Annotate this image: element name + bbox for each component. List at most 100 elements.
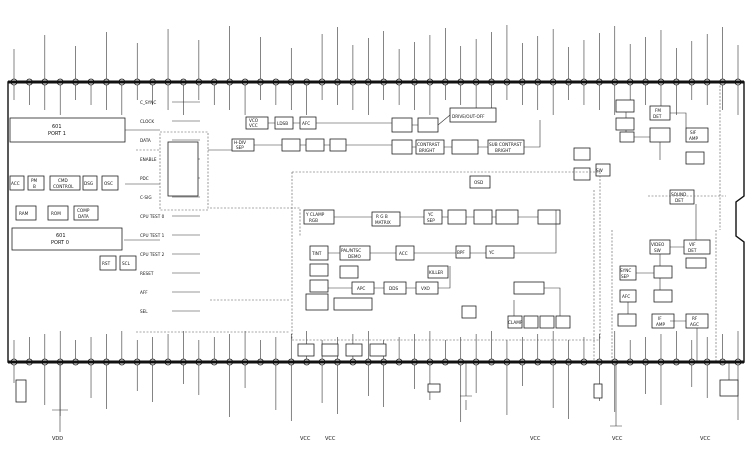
yc-sep-label-2: SEP [427,218,435,223]
internal-wiring [124,82,730,380]
sw-block-2 [321,343,339,357]
osd-block [469,175,491,189]
bpf2-block [685,151,705,165]
control-signal-label: CPU TEST 2 [140,252,165,257]
vco-small-block [309,263,329,277]
avr-block-3 [595,163,611,177]
bpf-label: BPF [457,250,465,255]
cmd-control-block [49,175,81,191]
vif-det-label-2: DET [688,248,697,253]
sw-block-3 [345,343,363,357]
pal-ntsc-label-1: PAL/NTSC [341,248,361,253]
avr-block-1 [573,147,591,161]
sw-block-4 [369,343,387,357]
terminal-vcc-3: VCC [530,436,541,442]
color-label-1: CONTRAST [417,142,440,147]
y-out-block [537,209,561,225]
hphase-block [329,138,347,152]
pm-block [27,175,45,191]
video-sw-label-2: SW [654,248,661,253]
rgb-sw-block [451,139,479,155]
osd-label: OSD [474,180,483,185]
mcu-port-0-block [11,227,123,251]
sub-contrast-label-1: SUB CONTRAST [489,142,522,147]
control-signal-label: C-SIG [140,195,152,200]
rom-block [47,205,69,221]
terminal-vcc-5: VCC [700,436,711,442]
scl-label: SCL [122,261,131,266]
rgb-matrix-label-1: R G B [376,214,388,219]
acc-block [9,175,25,191]
c-clamp-block [305,293,329,311]
vif-amp-block [685,257,707,269]
rf-agc-label-2: AGC [690,322,699,327]
killer-block [427,265,449,279]
if-amp-label-1: IF [658,316,662,321]
vif-det-label-1: VIF [689,242,696,247]
vdrive-block [417,117,439,133]
c-sw-block [461,305,477,319]
sound-det-block [669,189,695,205]
mcu-region: 601 PORT 1 ACC PM B CMD CONTROL DSG OSC … [9,117,137,271]
mcu-port-0-label-2: PORT 0 [51,240,69,246]
apc2-block [617,313,637,327]
control-signal-label: CPU TEST 0 [140,214,165,219]
pm-label-1: PM [31,178,38,183]
osc-block [101,175,119,191]
clamp-1-label: CLAMP [508,320,523,325]
sif-amp-block [685,127,709,143]
rom-label: ROM [51,211,61,216]
right-region: FM DET SIF AMP SOUND DET VIDEO SW VIF DE… [615,99,739,397]
mcu-port-0-label-1: 601 [56,233,66,239]
trap-block [485,245,515,259]
filter-component [427,383,441,393]
control-signal-label: PDC [140,176,149,181]
control-signal-label: ENABLE [140,157,157,162]
tuner-block [719,379,739,397]
scl-block [119,255,137,271]
dsg-label: DSG [84,181,93,186]
sound-det-label-2: DET [675,198,684,203]
bpf-block [455,245,471,259]
rgb-matrix-block [371,211,401,227]
ydl-block [473,209,493,225]
acc-label: ACC [11,181,20,186]
sync-sep-label-1: SYNC [620,268,631,273]
rst-label: RST [102,261,111,266]
control-signal-label: AFF [140,290,148,295]
trap2-block [653,265,673,279]
bottom-components [15,362,622,432]
rgb-matrix-label-2: MATRIX [375,220,391,225]
avr-label: SW [596,168,603,173]
clamp-3-block [539,315,555,329]
dsg-block [82,175,98,191]
afc-label: AFC [302,121,310,126]
ldsb-label: LDSB [277,121,288,126]
terminal-vcc-4: VCC [612,436,623,442]
y-clamp-label-1: Y CLAMP [305,212,325,217]
comp-label-2: DATA [78,214,89,219]
control-signal-label: CLOCK [140,119,154,124]
acc2-label: ACC [399,251,408,256]
crystal [15,379,27,403]
hsync-label-2: SEP [236,145,244,150]
rst-block [99,255,117,271]
sync-sep-label-2: SEP [621,274,629,279]
coil-component [593,383,603,399]
tint-label: TINT [311,251,322,256]
amp-block [615,117,635,131]
shift-register-core [167,141,199,197]
sw-small-block [619,131,635,143]
ident-block [309,279,329,293]
sync-block-2 [391,139,413,155]
sound-det-label-1: SOUND [671,192,686,197]
rf-agc-label-1: RF [692,316,698,321]
terminal-vcc-2: VCC [325,436,336,442]
color-label-2: BRIGHT [419,148,435,153]
sif-amp-label-2: AMP [689,136,698,141]
fm-lim-block [649,127,671,143]
afc2-label: AFC [622,294,630,299]
sub-contrast-label-2: BRIGHT [495,148,511,153]
